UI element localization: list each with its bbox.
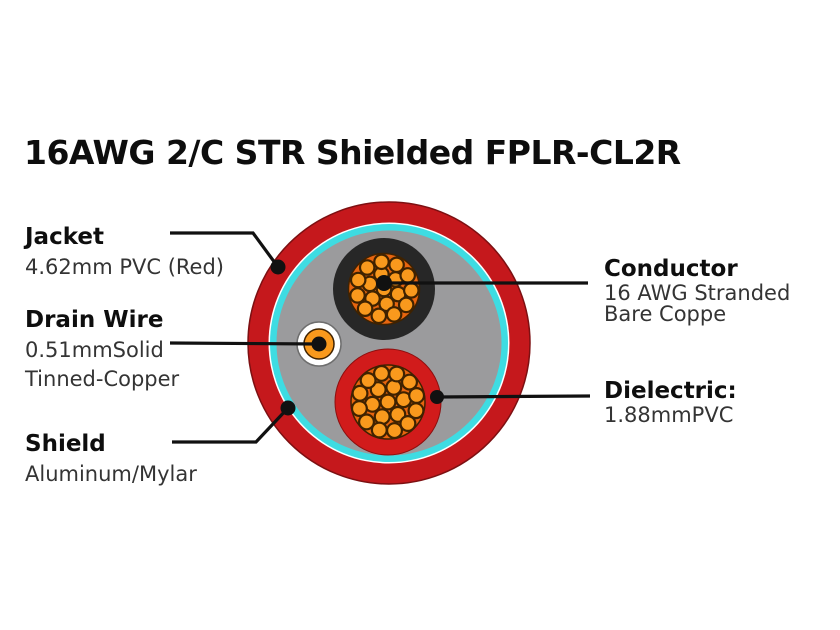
shield-label: Shield Aluminum/Mylar [25,431,197,489]
conductor-strand [356,300,374,317]
filler-disc [276,230,502,456]
shield-label-heading: Shield [25,431,106,457]
conductor-strand [349,287,366,304]
conductor-bottom [334,348,442,456]
drain-wire-label-heading: Drain Wire [25,307,164,333]
conductor-strand [401,373,419,391]
conductor-label-detail-1: 16 AWG Stranded [604,281,791,305]
conductor-label: Conductor 16 AWG Stranded Bare Coppe [604,257,790,325]
drain-wire-leader-line [169,341,320,346]
dielectric-label-detail: 1.88mmPVC [604,403,734,427]
conductor-label-detail-2: Bare Coppe [604,302,727,326]
drain-wire-label: Drain Wire 0.51mmSolid Tinned-Copper [25,307,179,394]
shield-leader-line [172,406,290,444]
jacket-label: Jacket 4.62mm PVC (Red) [25,224,224,282]
conductor-strand [358,413,376,431]
callout-leaders [169,231,591,444]
conductor-strand [399,415,417,433]
conductor-strand [379,393,397,411]
jacket-leader-line [170,231,280,268]
conductor-strand [373,364,391,382]
conductor-label-heading: Conductor [604,256,738,282]
dielectric-leader-line [436,394,591,399]
conductor-strand [349,271,367,289]
conductor-strand [402,282,420,299]
dielectric-label: Dielectric: 1.88mmPVC [604,379,737,426]
jacket-label-heading: Jacket [25,224,104,250]
conductor-strand [397,296,415,314]
dielectric-leader-dot [430,390,444,404]
conductor-strand [373,253,390,271]
conductor-strand [388,256,405,274]
conductor-strand [359,372,377,390]
drain-wire-leader-dot [311,336,327,352]
jacket-label-detail: 4.62mm PVC (Red) [25,255,224,279]
conductor-leader-dot [376,275,392,291]
conductor-strand [350,400,368,418]
conductor-strand [385,306,403,323]
conductor-strand [408,387,426,405]
shield-leader-dot [280,400,296,416]
page-title: 16AWG 2/C STR Shielded FPLR-CL2R [24,133,681,172]
drain-wire-label-detail-1: 0.51mmSolid [25,338,164,362]
jacket-leader-dot [270,259,286,275]
conductor-strand [388,365,406,383]
conductor-bottom-strands [350,364,426,440]
drain-wire-label-detail-2: Tinned-Copper [25,367,180,391]
conductor-top-strands [349,253,420,325]
conductor-strand [370,307,388,325]
conductor-strand [386,422,404,440]
shield-label-detail: Aluminum/Mylar [25,462,197,486]
conductor-strand [358,259,376,276]
conductor-strand [351,384,369,402]
conductor-strand [399,267,416,284]
dielectric-label-heading: Dielectric: [604,378,737,404]
conductor-strand [370,421,388,439]
